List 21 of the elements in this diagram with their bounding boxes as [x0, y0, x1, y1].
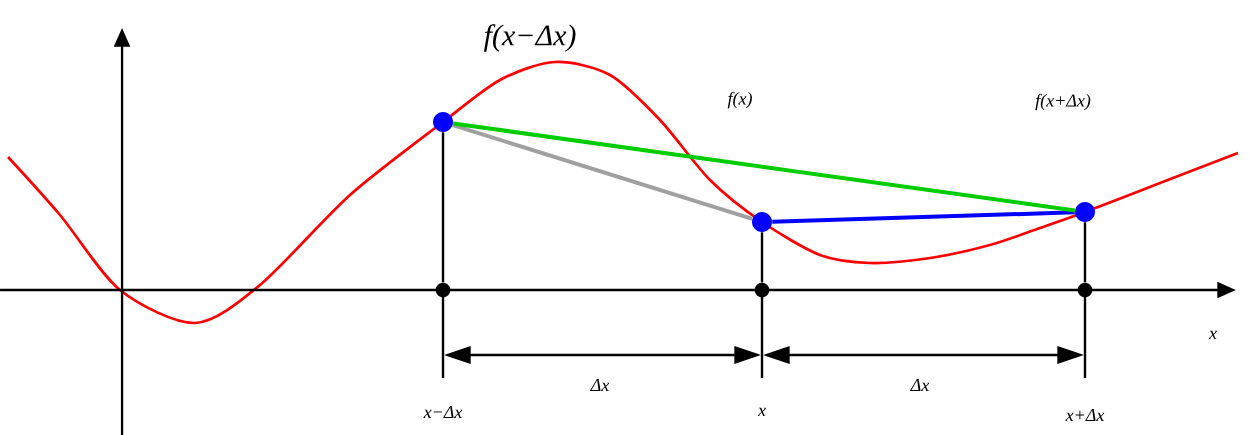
tick-label: x+Δx: [1065, 409, 1105, 421]
data-point: [752, 212, 772, 232]
data-point: [433, 112, 453, 132]
axis-point: [435, 282, 451, 298]
dimension-label: Δx: [910, 379, 930, 391]
function-label: f(x−Δx): [483, 24, 576, 52]
function-label: f(x): [727, 91, 752, 109]
secant-line: [452, 123, 753, 221]
tick-label: x: [757, 407, 766, 417]
axis-label: x: [1208, 330, 1217, 340]
tick-label: x−Δx: [423, 406, 463, 418]
axis-point: [754, 282, 770, 298]
secant-line: [452, 121, 1076, 213]
function-label: f(x+Δx): [1035, 93, 1091, 111]
axis-point: [1077, 282, 1093, 298]
data-point: [1075, 202, 1095, 222]
secant-line: [772, 210, 1075, 224]
vertical-line: [441, 132, 445, 283]
dimension-label: Δx: [590, 379, 610, 391]
vertical-line: [760, 232, 764, 283]
vertical-line: [1083, 222, 1087, 283]
